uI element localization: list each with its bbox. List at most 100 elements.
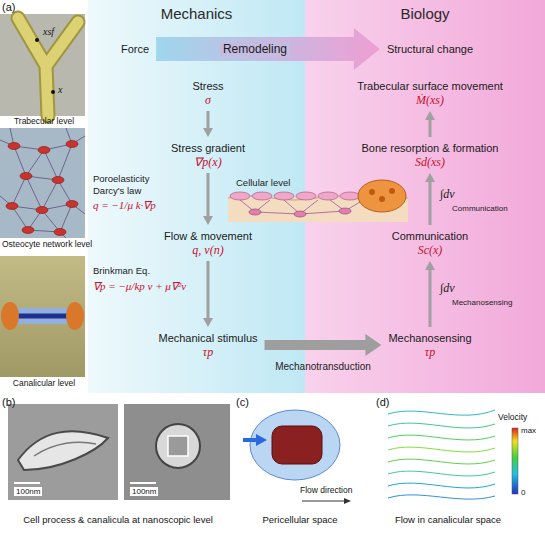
tem-image-2-part [124,404,230,500]
tem-image-1 [8,404,118,500]
canalicular-image-part [10,308,75,324]
level-caption: Trabecular level [14,117,74,127]
osteocyte-network-image-part [0,128,85,238]
flow-arrow [156,28,380,70]
osteocyte-network-image-part-part [8,143,20,150]
node-label: Trabecular surface movement [357,79,503,93]
integral-symbol: ∫dv [440,282,455,296]
node-label: Bone resorption & formation [362,141,499,155]
osteocyte-network-image-part-part [20,173,32,180]
node-label: Communication [392,229,468,243]
trabecular-image-part [18,18,78,116]
cellular-illustration-part-part [230,192,250,200]
panel-tag: (b) [2,396,15,409]
streamline-image [388,410,518,499]
cellular-illustration-part [249,208,351,217]
tem-image-1-part [14,482,40,484]
flow-arrow [203,261,213,327]
cellular-illustration-part-part [389,188,395,194]
connector-layer-part [156,28,435,356]
math-symbol: q, v(n) [164,243,252,257]
pericellular-image-part [243,438,258,442]
panel-band: MechanicsForceStressσStress gradient∇p(x… [88,0,305,393]
canalicular-image-part [10,314,75,319]
cellular-illustration-part [369,188,395,202]
process-label-box: Flow & movementq, v(n) [160,228,256,258]
tem-image-1-part [8,404,118,500]
canalicular-image-part [1,302,19,330]
flow-arrow [203,111,213,137]
colorbar-tick: 0 [521,488,525,497]
streamline-image-part [388,483,495,488]
streamline-image-part [388,471,495,476]
tem-image-1-part [18,431,108,470]
trabecular-image-part [0,14,85,116]
canalicular-image-part [0,256,85,377]
cellular-illustration-part-part [318,192,338,200]
flow-arrow [425,111,435,137]
trabecular-image-part [18,18,78,116]
edge-label: Remodeling [220,42,290,56]
flow-arrow [203,173,213,225]
osteocyte-network-image-part-part [6,203,18,210]
panel-heading: Mechanics [88,5,305,23]
osteocyte-network-image-part [0,128,85,238]
process-label-box: Stress gradient∇p(x) [167,140,249,170]
panel-tag: (d) [376,396,389,409]
streamline-image-part [388,423,495,428]
node-label: Mechanosensing [388,331,471,345]
colorbar-title: Velocity [498,413,527,423]
process-label-box: Trabecular surface movementṀ(xs) [353,78,507,108]
level-caption: Osteocyte network level [2,240,92,250]
pericellular-image-part [344,498,351,504]
annotation: Flow direction [300,486,352,496]
trabecular-image [0,14,85,116]
cellular-illustration-part-part [252,192,272,200]
osteocyte-network-image-part-part [52,177,64,184]
cellular-illustration-part-part [369,189,375,195]
streamline-image-part [388,447,495,452]
math-symbol: ∇p(x) [171,155,245,169]
osteocyte-network-image-part-part [66,141,78,148]
osteocyte-network-image-part [6,141,78,236]
math-symbol: τp [158,345,257,359]
math-symbol: Sd(xs) [362,155,499,169]
panel-band: BiologyStructural changeTrabecular surfa… [305,0,545,393]
cellular-illustration-part-part [379,196,385,202]
node-label: Force [121,42,149,56]
canalicular-image-part [66,302,84,330]
equation: ∇p = −μ/kp v + μ∇²v [93,280,186,293]
scale-label: 100nm [14,487,42,496]
tem-image-2-part [168,436,188,456]
integral-symbol: ∫dv [440,188,455,202]
canalicular-image [0,256,85,377]
cellular-illustration-part-part [274,192,294,200]
tem-image-2-part [156,424,200,468]
pericellular-image-part [272,426,322,464]
math-symbol: σ [192,93,223,107]
integral-subscript: Mechanosensing [452,298,512,307]
node-label: Flow & movement [164,229,252,243]
cellular-illustration-part [230,192,360,200]
panel-tag: (a) [2,1,15,14]
process-label-box: Force [117,41,153,57]
process-label-box: CommunicationSc(x) [388,228,472,258]
cellular-illustration-part-part [339,208,351,214]
osteocyte-network-image-part-part [22,227,34,234]
streamline-image-part [388,495,495,499]
process-label-box: Structural change [383,41,477,57]
scale-label: 100nm [130,487,158,496]
streamline-image-part [388,410,495,415]
cellular-illustration-part [358,180,406,212]
colorbar-tick: max [521,426,536,435]
osteocyte-network-image [0,128,85,238]
process-label-box: Mechanical stimulusτp [154,330,261,360]
osteocyte-network-image-part-part [66,201,78,208]
sub-caption: Cell process & canalicula at nanoscopic … [23,515,213,526]
annotation: Darcy's law [93,186,141,197]
annotation: Poroelasticity [93,174,150,185]
variable-label: x [57,84,63,96]
